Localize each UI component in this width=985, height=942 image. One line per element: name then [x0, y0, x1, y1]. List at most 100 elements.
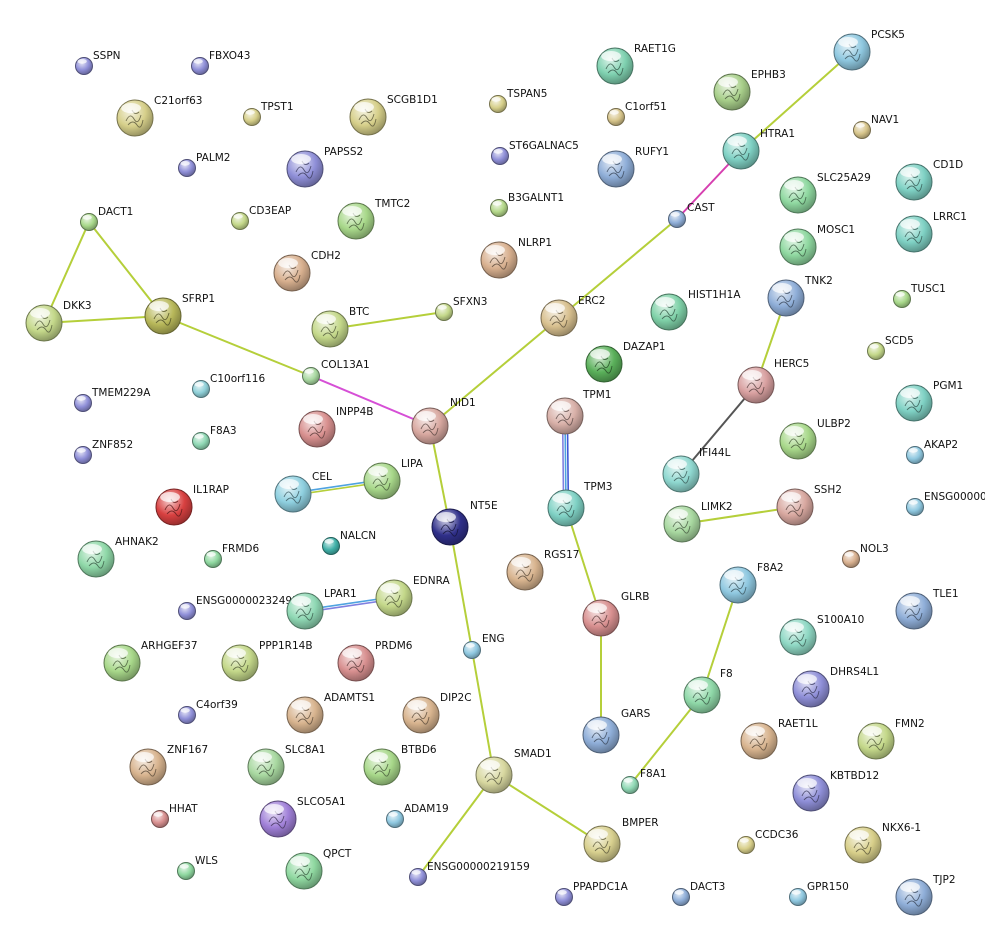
node-inpp4b[interactable]: INPP4B	[298, 406, 374, 448]
node-hhat[interactable]: HHAT	[151, 803, 199, 828]
node-wls[interactable]: WLS	[177, 855, 219, 880]
node-f8[interactable]: F8	[683, 668, 733, 714]
node-mosc1[interactable]: MOSC1	[779, 224, 855, 266]
node-qpct[interactable]: QPCT	[285, 848, 352, 890]
node-htra1[interactable]: HTRA1	[722, 128, 795, 170]
node-akap2[interactable]: AKAP2	[906, 439, 959, 464]
node-pcsk5[interactable]: PCSK5	[833, 29, 905, 71]
node-lrrc1[interactable]: LRRC1	[895, 211, 967, 253]
node-ensg00000232495[interactable]: ENSG00000232495	[178, 595, 299, 620]
node-dkk3[interactable]: DKK3	[25, 300, 92, 342]
node-ensg00000219159[interactable]: ENSG00000219159	[409, 861, 530, 886]
node-scd5[interactable]: SCD5	[867, 335, 914, 360]
node-btc[interactable]: BTC	[311, 306, 369, 348]
node-ifi44l[interactable]: IFI44L	[662, 447, 731, 493]
node-ednra[interactable]: EDNRA	[375, 575, 450, 617]
node-frmd6[interactable]: FRMD6	[204, 543, 260, 568]
node-limk2[interactable]: LIMK2	[663, 501, 733, 543]
node-rufy1[interactable]: RUFY1	[597, 146, 669, 188]
node-adam19[interactable]: ADAM19	[386, 803, 449, 828]
node-ppapdc1a[interactable]: PPAPDC1A	[555, 881, 629, 906]
node-nt5e[interactable]: NT5E	[431, 500, 498, 546]
node-ssh2[interactable]: SSH2	[776, 484, 842, 526]
node-dhrs4l1[interactable]: DHRS4L1	[792, 666, 879, 708]
node-nkx6-1[interactable]: NKX6-1	[844, 822, 921, 864]
node-kbtbd12[interactable]: KBTBD12	[792, 770, 879, 812]
node-slc8a1[interactable]: SLC8A1	[247, 744, 325, 786]
node-erc2[interactable]: ERC2	[540, 295, 605, 337]
node-ephb3[interactable]: EPHB3	[713, 69, 786, 111]
node-c4orf39[interactable]: C4orf39	[178, 699, 238, 724]
node-dip2c[interactable]: DIP2C	[402, 692, 472, 734]
node-f8a3[interactable]: F8A3	[192, 425, 237, 450]
node-f8a2[interactable]: F8A2	[719, 562, 784, 604]
node-tjp2[interactable]: TJP2	[895, 874, 956, 916]
node-glrb[interactable]: GLRB	[582, 591, 650, 637]
node-sfxn3[interactable]: SFXN3	[435, 296, 488, 321]
node-st6galnac5[interactable]: ST6GALNAC5	[491, 140, 579, 165]
node-tpm3[interactable]: TPM3	[547, 481, 613, 527]
node-cast[interactable]: CAST	[668, 202, 716, 228]
node-dazap1[interactable]: DAZAP1	[585, 341, 665, 383]
node-c21orf63[interactable]: C21orf63	[116, 95, 203, 137]
node-herc5[interactable]: HERC5	[737, 358, 809, 404]
node-nalcn[interactable]: NALCN	[322, 530, 377, 555]
node-rgs17[interactable]: RGS17	[506, 549, 579, 591]
node-b3galnt1[interactable]: B3GALNT1	[490, 192, 565, 217]
node-nol3[interactable]: NOL3	[842, 543, 889, 568]
node-pgm1[interactable]: PGM1	[895, 380, 963, 422]
node-fmn2[interactable]: FMN2	[857, 718, 925, 760]
node-scgb1d1[interactable]: SCGB1D1	[349, 94, 438, 136]
node-tnk2[interactable]: TNK2	[767, 275, 833, 317]
node-tpm1[interactable]: TPM1	[546, 389, 612, 435]
node-ahnak2[interactable]: AHNAK2	[77, 536, 159, 578]
node-il1rap[interactable]: IL1RAP	[155, 484, 229, 526]
node-eng[interactable]: ENG	[463, 633, 505, 659]
node-tpst1[interactable]: TPST1	[243, 101, 294, 126]
node-palm2[interactable]: PALM2	[178, 152, 231, 177]
node-ccdc36[interactable]: CCDC36	[737, 829, 799, 854]
node-tmtc2[interactable]: TMTC2	[337, 198, 410, 240]
node-prdm6[interactable]: PRDM6	[337, 640, 413, 682]
node-cel[interactable]: CEL	[274, 471, 332, 513]
node-gars[interactable]: GARS	[582, 708, 651, 754]
node-tmem229a[interactable]: TMEM229A	[74, 387, 152, 412]
node-btbd6[interactable]: BTBD6	[363, 744, 437, 786]
node-ensg00000[interactable]: ENSG00000	[906, 491, 985, 516]
node-nav1[interactable]: NAV1	[853, 114, 900, 139]
node-raet1l[interactable]: RAET1L	[740, 718, 818, 760]
node-ppp1r14b[interactable]: PPP1R14B	[221, 640, 313, 682]
node-adamts1[interactable]: ADAMTS1	[286, 692, 375, 734]
node-slc25a29[interactable]: SLC25A29	[779, 172, 871, 214]
node-c1orf51[interactable]: C1orf51	[607, 101, 667, 126]
node-cd3eap[interactable]: CD3EAP	[231, 205, 292, 230]
node-tspan5[interactable]: TSPAN5	[489, 88, 548, 113]
node-gpr150[interactable]: GPR150	[789, 881, 849, 906]
node-bmper[interactable]: BMPER	[583, 817, 659, 863]
node-znf167[interactable]: ZNF167	[129, 744, 208, 786]
node-slco5a1[interactable]: SLCO5A1	[259, 796, 346, 838]
node-nid1[interactable]: NID1	[411, 397, 476, 445]
node-smad1[interactable]: SMAD1	[475, 748, 552, 794]
node-cdh2[interactable]: CDH2	[273, 250, 341, 292]
node-col13a1[interactable]: COL13A1	[302, 359, 370, 385]
node-lipa[interactable]: LIPA	[363, 458, 424, 500]
node-tle1[interactable]: TLE1	[895, 588, 959, 630]
node-arhgef37[interactable]: ARHGEF37	[103, 640, 198, 682]
node-nlrp1[interactable]: NLRP1	[480, 237, 552, 279]
node-tusc1[interactable]: TUSC1	[893, 283, 946, 308]
node-fbxo43[interactable]: FBXO43	[191, 50, 251, 75]
node-c10orf116[interactable]: C10orf116	[192, 373, 266, 398]
node-dact3[interactable]: DACT3	[672, 881, 726, 906]
node-dact1[interactable]: DACT1	[80, 206, 134, 231]
node-raet1g[interactable]: RAET1G	[596, 43, 676, 85]
node-hist1h1a[interactable]: HIST1H1A	[650, 289, 741, 331]
node-sfrp1[interactable]: SFRP1	[144, 293, 215, 335]
node-ulbp2[interactable]: ULBP2	[779, 418, 851, 460]
node-cd1d[interactable]: CD1D	[895, 159, 963, 201]
node-papss2[interactable]: PAPSS2	[286, 146, 363, 188]
node-f8a1[interactable]: F8A1	[621, 768, 667, 794]
node-sspn[interactable]: SSPN	[75, 50, 121, 75]
node-znf852[interactable]: ZNF852	[74, 439, 134, 464]
node-s100a10[interactable]: S100A10	[779, 614, 864, 656]
